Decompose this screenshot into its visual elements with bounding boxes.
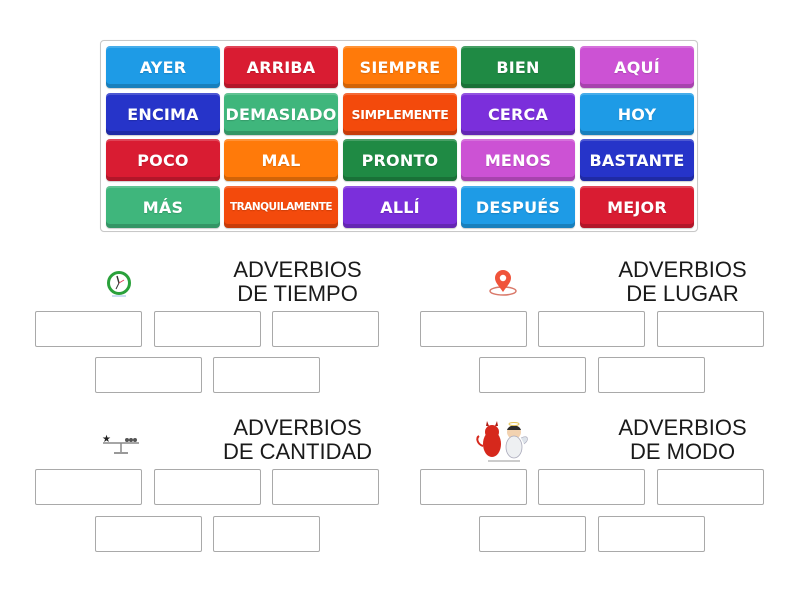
tile-siempre[interactable]: SIEMPRE (343, 46, 457, 88)
drop-zone-tiempo-2[interactable] (154, 311, 261, 347)
clock-icon (106, 270, 132, 302)
category-title-modo: ADVERBIOS DE MODO (595, 416, 770, 464)
drop-zone-modo-3[interactable] (657, 469, 764, 505)
tile-mal[interactable]: MAL (224, 139, 338, 181)
drop-zone-tiempo-3[interactable] (272, 311, 379, 347)
drop-zone-lugar-1[interactable] (420, 311, 527, 347)
drop-zone-cantidad-4[interactable] (95, 516, 202, 552)
tile-ayer[interactable]: AYER (106, 46, 220, 88)
drop-zone-modo-1[interactable] (420, 469, 527, 505)
tile-cerca[interactable]: CERCA (461, 93, 575, 135)
devil-angel-icon (474, 420, 534, 468)
category-title-cantidad: ADVERBIOS DE CANTIDAD (210, 416, 385, 464)
tile-alli[interactable]: ALLÍ (343, 186, 457, 228)
location-pin-icon (487, 268, 519, 302)
tile-simplemente[interactable]: SIMPLEMENTE (343, 93, 457, 135)
category-title-line2: DE LUGAR (626, 281, 739, 306)
drop-zone-modo-5[interactable] (598, 516, 705, 552)
drop-zone-cantidad-5[interactable] (213, 516, 320, 552)
tile-bien[interactable]: BIEN (461, 46, 575, 88)
category-title-lugar: ADVERBIOS DE LUGAR (595, 258, 770, 306)
category-title-tiempo: ADVERBIOS DE TIEMPO (210, 258, 385, 306)
category-title-line1: ADVERBIOS (618, 257, 747, 282)
tile-tranquilamente[interactable]: TRANQUILAMENTE (224, 186, 338, 228)
category-title-line1: ADVERBIOS (233, 257, 362, 282)
drop-zone-modo-4[interactable] (479, 516, 586, 552)
drop-zone-lugar-4[interactable] (479, 357, 586, 393)
tile-poco[interactable]: POCO (106, 139, 220, 181)
tile-aqui[interactable]: AQUÍ (580, 46, 694, 88)
drop-zone-lugar-2[interactable] (538, 311, 645, 347)
category-title-line2: DE MODO (629, 439, 736, 464)
drop-zone-tiempo-4[interactable] (95, 357, 202, 393)
category-title-line1: ADVERBIOS (618, 415, 747, 440)
tile-bastante[interactable]: BASTANTE (580, 139, 694, 181)
tile-despues[interactable]: DESPUÉS (461, 186, 575, 228)
drop-zone-cantidad-2[interactable] (154, 469, 261, 505)
tile-arriba[interactable]: ARRIBA (224, 46, 338, 88)
svg-text:★: ★ (102, 434, 111, 445)
drop-zone-tiempo-1[interactable] (35, 311, 142, 347)
drop-zone-lugar-3[interactable] (657, 311, 764, 347)
category-title-line2: DE TIEMPO (237, 281, 358, 306)
balance-scale-icon: ★ (100, 430, 142, 460)
tile-hoy[interactable]: HOY (580, 93, 694, 135)
category-title-line2: DE CANTIDAD (222, 439, 373, 464)
tile-encima[interactable]: ENCIMA (106, 93, 220, 135)
tile-menos[interactable]: MENOS (461, 139, 575, 181)
category-title-line1: ADVERBIOS (233, 415, 362, 440)
tile-mejor[interactable]: MEJOR (580, 186, 694, 228)
tile-pronto[interactable]: PRONTO (343, 139, 457, 181)
drop-zone-cantidad-1[interactable] (35, 469, 142, 505)
tile-demasiado[interactable]: DEMASIADO (224, 93, 338, 135)
drop-zone-lugar-5[interactable] (598, 357, 705, 393)
drop-zone-cantidad-3[interactable] (272, 469, 379, 505)
tile-mas[interactable]: MÁS (106, 186, 220, 228)
drop-zone-tiempo-5[interactable] (213, 357, 320, 393)
drop-zone-modo-2[interactable] (538, 469, 645, 505)
